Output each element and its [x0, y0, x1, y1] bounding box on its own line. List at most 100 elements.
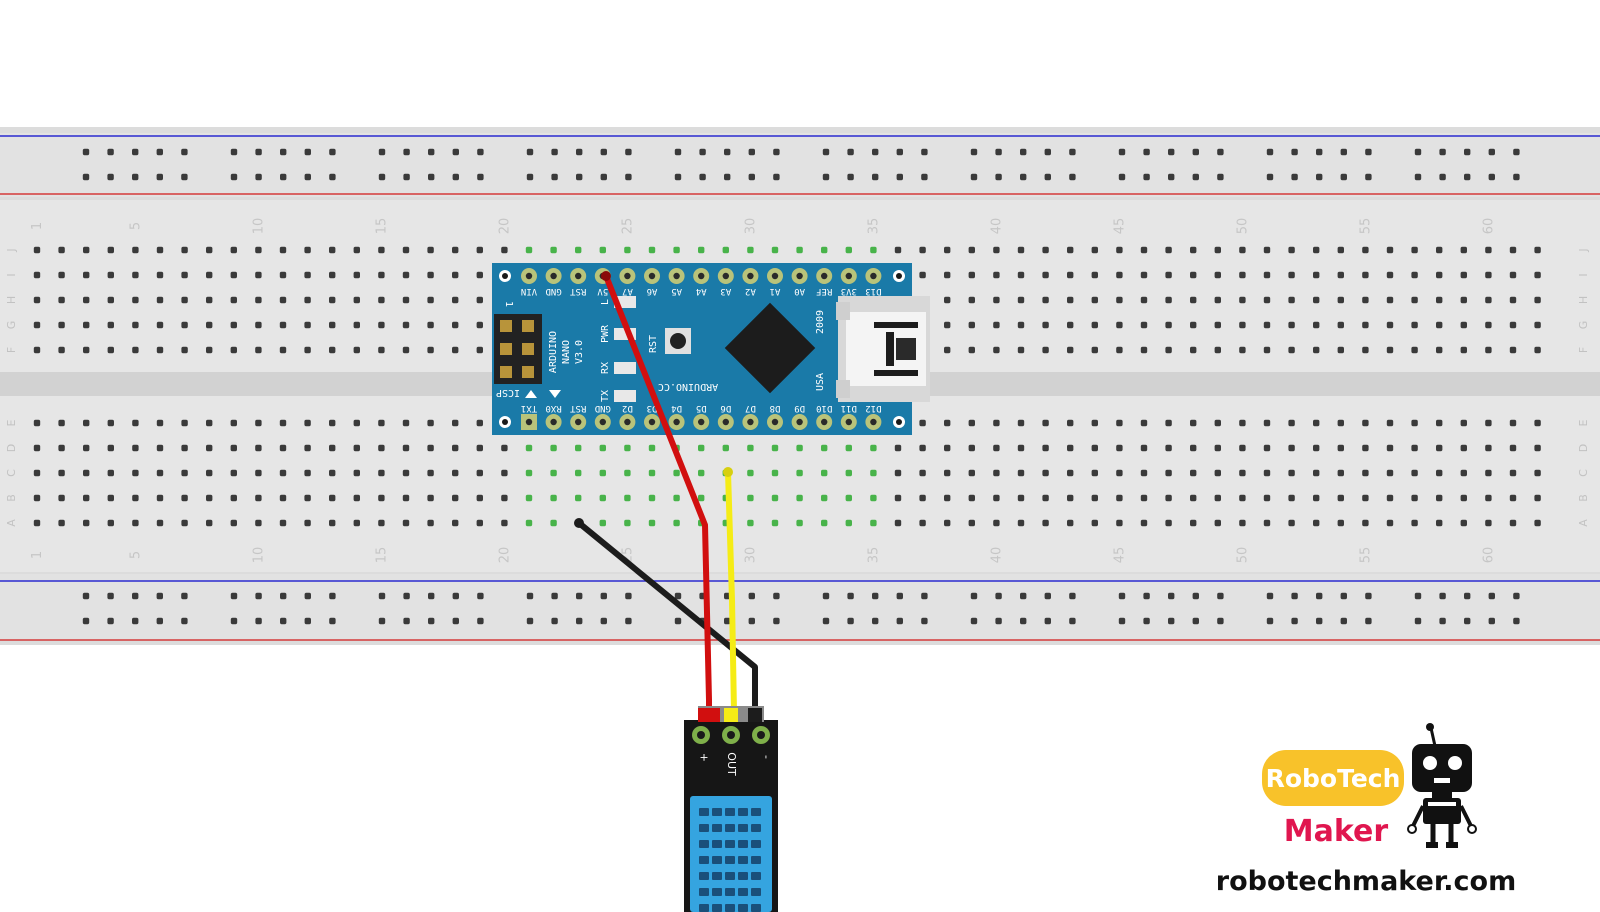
- breadboard-hole: [1313, 444, 1320, 452]
- power-rail-hole: [995, 617, 1002, 625]
- grille-slot: [725, 872, 735, 880]
- breadboard-hole: [181, 346, 188, 354]
- breadboard-hole: [1165, 444, 1172, 452]
- breadboard-hole: [1485, 469, 1492, 477]
- breadboard-hole: [1190, 494, 1197, 502]
- breadboard-hole: [58, 419, 65, 427]
- breadboard-hole: [845, 519, 852, 527]
- breadboard-hole: [993, 271, 1000, 279]
- breadboard-hole: [1411, 271, 1418, 279]
- breadboard-hole: [402, 469, 410, 477]
- breadboard-hole: [1091, 469, 1098, 477]
- grille-slot: [725, 840, 735, 848]
- board-name-line-2: NANO: [561, 340, 572, 364]
- breadboard-hole: [1214, 246, 1221, 254]
- breadboard-hole: [1042, 346, 1049, 354]
- breadboard-hole: [1436, 271, 1443, 279]
- breadboard-hole: [107, 494, 114, 502]
- microcontroller-chip: [724, 302, 816, 394]
- power-rail-hole: [452, 148, 459, 156]
- breadboard-hole: [1534, 246, 1541, 254]
- breadboard-hole: [1116, 271, 1123, 279]
- power-rail-hole: [674, 592, 682, 600]
- breadboard-hole: [476, 494, 483, 502]
- logo-maker-text: Maker: [1284, 814, 1389, 849]
- breadboard-hole: [796, 494, 803, 502]
- power-rail-hole: [1439, 617, 1446, 625]
- breadboard-hole: [1263, 419, 1271, 427]
- breadboard-hole: [845, 246, 852, 254]
- grille-slot: [725, 904, 735, 912]
- power-rail-hole: [748, 617, 755, 625]
- breadboard-hole: [476, 444, 483, 452]
- breadboard-hole: [452, 321, 459, 329]
- breadboard-hole: [575, 469, 582, 477]
- row-letter: G: [1577, 321, 1590, 330]
- breadboard-hole: [1140, 321, 1148, 329]
- breadboard-hole: [1017, 296, 1025, 304]
- breadboard-hole: [1534, 444, 1541, 452]
- power-rail-hole: [1118, 173, 1126, 181]
- breadboard-hole: [107, 469, 114, 477]
- power-rail-hole: [995, 148, 1002, 156]
- column-number: 55: [1358, 547, 1373, 564]
- breadboard-hole: [1436, 346, 1443, 354]
- breadboard-hole: [747, 519, 754, 527]
- breadboard-hole: [821, 444, 828, 452]
- breadboard-hole: [1091, 494, 1098, 502]
- icsp-header: [494, 314, 542, 384]
- row-letter: D: [5, 444, 18, 452]
- row-letter: D: [1577, 444, 1590, 452]
- breadboard-hole: [1214, 321, 1221, 329]
- breadboard-hole: [452, 444, 459, 452]
- power-rail-hole: [477, 148, 484, 156]
- power-rail-hole: [1020, 592, 1027, 600]
- breadboard-hole: [1190, 519, 1197, 527]
- breadboard-hole: [1263, 271, 1271, 279]
- breadboard-hole: [1263, 321, 1271, 329]
- breadboard-hole: [747, 494, 754, 502]
- breadboard-hole: [156, 419, 164, 427]
- breadboard-hole: [1534, 346, 1541, 354]
- power-rail-hole: [847, 148, 854, 156]
- breadboard-hole: [1091, 419, 1098, 427]
- breadboard-hole: [304, 296, 311, 304]
- breadboard-hole: [402, 444, 410, 452]
- triangle-marker: [525, 390, 537, 398]
- breadboard-hole: [722, 444, 729, 452]
- power-rail-hole: [230, 592, 238, 600]
- breadboard-hole: [452, 271, 459, 279]
- logo-robotech-text: RoboTech: [1266, 764, 1401, 793]
- breadboard-hole: [58, 346, 65, 354]
- power-rail-hole: [156, 148, 163, 156]
- breadboard-hole: [378, 296, 385, 304]
- breadboard-hole: [919, 246, 926, 254]
- breadboard-hole: [402, 494, 410, 502]
- breadboard-hole: [673, 469, 680, 477]
- breadboard-hole: [353, 296, 360, 304]
- power-rail-hole: [970, 617, 978, 625]
- breadboard-hole: [821, 494, 828, 502]
- breadboard-hole: [1190, 321, 1197, 329]
- breadboard-hole: [1214, 296, 1221, 304]
- grille-slot: [699, 872, 709, 880]
- breadboard-hole: [58, 296, 65, 304]
- breadboard-hole: [132, 246, 139, 254]
- power-rail-hole: [896, 148, 903, 156]
- breadboard-hole: [1509, 346, 1517, 354]
- power-rail-hole: [1118, 148, 1126, 156]
- power-rail-hole: [1316, 592, 1323, 600]
- breadboard-hole: [476, 271, 483, 279]
- breadboard-hole: [1116, 346, 1123, 354]
- power-rail-hole: [1464, 148, 1471, 156]
- year-label: 2009: [815, 310, 826, 334]
- grille-slot: [751, 888, 761, 896]
- column-number: 45: [1112, 547, 1127, 564]
- breadboard-hole: [255, 246, 262, 254]
- breadboard-hole: [1460, 469, 1467, 477]
- breadboard-hole: [255, 346, 262, 354]
- breadboard-hole: [304, 519, 311, 527]
- breadboard-hole: [993, 494, 1000, 502]
- sensor-grille-slots: [699, 808, 761, 912]
- breadboard-hole: [1091, 271, 1098, 279]
